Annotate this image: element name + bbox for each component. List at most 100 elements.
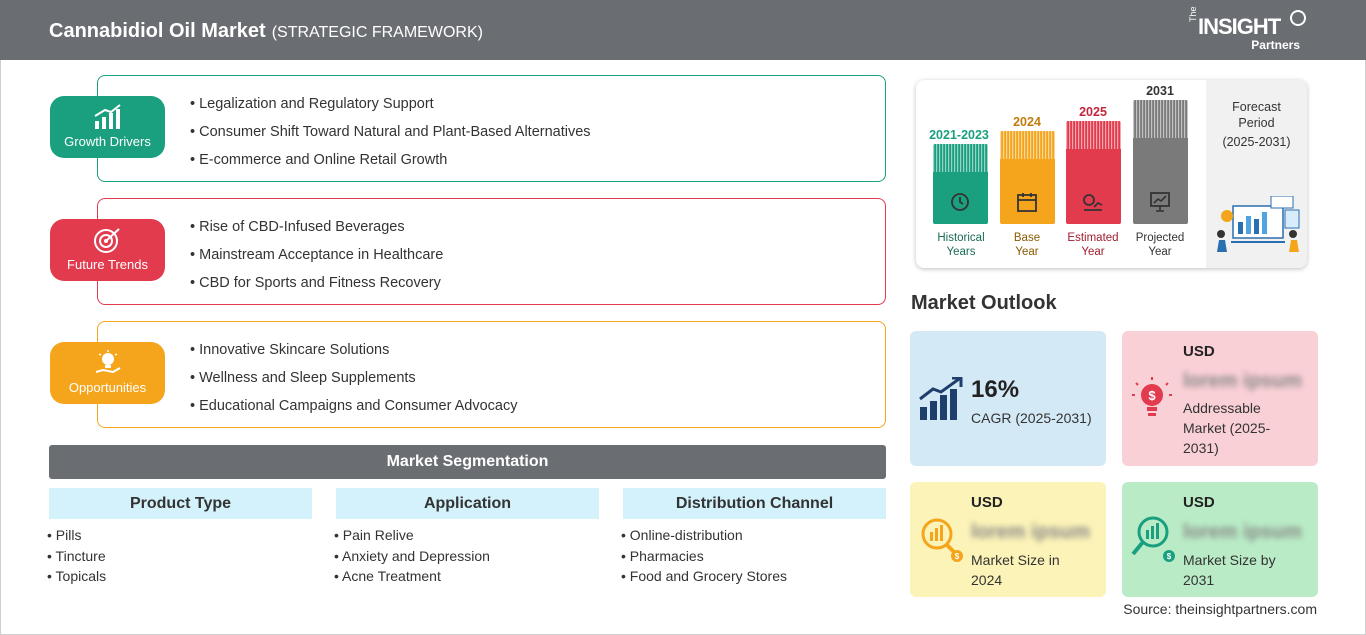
list-item: • Pharmacies (621, 547, 704, 564)
list-item: • Acne Treatment (334, 568, 441, 584)
product-type-list: • Pills • Tincture • Topicals (47, 525, 106, 587)
gears-chart-icon (1083, 194, 1103, 211)
item-text: Tincture (55, 547, 106, 564)
item-text: Legalization and Regulatory Support (199, 96, 434, 112)
addressable-value: lorem ipsum (1183, 370, 1302, 392)
lightbulb-hand-icon (95, 350, 121, 374)
list-item: • Tincture (47, 547, 106, 564)
bar-stripes (933, 144, 988, 172)
future-trends-card: • Rise of CBD-Infused Beverages • Mainst… (97, 198, 886, 305)
item-text: Wellness and Sleep Supplements (199, 370, 416, 386)
timeline-bar-projected (1133, 100, 1188, 224)
application-list: • Pain Relive • Anxiety and Depression •… (334, 525, 490, 587)
item-text: Consumer Shift Toward Natural and Plant-… (199, 124, 591, 140)
size-2031-label: Market Size by 2031 (1183, 552, 1276, 588)
size-2024-value: lorem ipsum (971, 521, 1090, 543)
list-item: • Mainstream Acceptance in Healthcare (190, 247, 444, 263)
growth-chart-icon (919, 377, 963, 420)
size-2031-currency: USD (1183, 494, 1215, 511)
list-item: • Rise of CBD-Infused Beverages (190, 219, 405, 235)
item-text: Pain Relive (342, 527, 414, 543)
target-icon (94, 228, 120, 253)
item-text: E-commerce and Online Retail Growth (199, 152, 448, 168)
list-item: • Anxiety and Depression (334, 547, 490, 564)
cagr-label: CAGR (2025-2031) (971, 410, 1092, 426)
item-text: Mainstream Acceptance in Healthcare (199, 247, 444, 263)
item-text: Online-distribution (629, 527, 743, 543)
list-item: • CBD for Sports and Fitness Recovery (190, 275, 441, 291)
logo-insight: INSIGHT (1198, 14, 1281, 39)
forecast-line: (2025-2031) (1222, 135, 1291, 149)
item-text: Educational Campaigns and Consumer Advoc… (199, 398, 518, 414)
item-text: Pharmacies (629, 547, 704, 564)
bar-stripes (1066, 121, 1121, 149)
opportunities-badge: Opportunities (50, 342, 165, 404)
caption-line: Base (1013, 232, 1041, 244)
market-size-2031-tile: $ USD lorem ipsum Market Size by 2031 (1122, 482, 1318, 597)
list-item: • Legalization and Regulatory Support (190, 96, 434, 112)
badge-label: Growth Drivers (64, 134, 151, 149)
bar-stripes (1133, 100, 1188, 138)
size-2031-value: lorem ipsum (1183, 521, 1302, 543)
bar-stripes (1000, 131, 1055, 159)
segment-heading-application: Application (336, 488, 599, 519)
timeline-year-estimated: 2025 (1079, 105, 1107, 119)
logo-ring-icon (1290, 10, 1306, 26)
caption-line: Year (1015, 246, 1039, 258)
svg-text:$: $ (1148, 388, 1156, 403)
forecast-line: Forecast (1232, 100, 1281, 114)
timeline-bar-base (1000, 131, 1055, 224)
title-text: Cannabidiol Oil Market (49, 20, 266, 42)
list-item: • Educational Campaigns and Consumer Adv… (190, 398, 518, 414)
addressable-currency: USD (1183, 343, 1215, 360)
timeline-bar-estimated (1066, 121, 1121, 224)
segment-heading-distribution-channel: Distribution Channel (623, 488, 886, 519)
caption-line: Projected (1135, 232, 1185, 244)
bar-chart-growth-icon (94, 104, 121, 129)
magnifier-chart-icon: $ (1131, 516, 1175, 562)
future-trends-list: • Rise of CBD-Infused Beverages • Mainst… (190, 218, 443, 302)
item-text: Innovative Skincare Solutions (199, 342, 390, 358)
svg-text:$: $ (955, 552, 960, 561)
segment-heading-product-type: Product Type (49, 488, 312, 519)
size-2024-currency: USD (971, 494, 1003, 511)
timeline-year-historical: 2021-2023 (929, 128, 989, 142)
cagr-value: 16% (971, 376, 1020, 403)
opportunities-list: • Innovative Skincare Solutions • Wellne… (190, 341, 518, 425)
growth-drivers-list: • Legalization and Regulatory Support • … (190, 95, 591, 179)
caption-line: Years (946, 246, 976, 258)
list-item: • E-commerce and Online Retail Growth (190, 152, 448, 168)
addressable-label: Addressable Market (2025-2031) (1183, 400, 1271, 456)
list-item: • Wellness and Sleep Supplements (190, 370, 416, 386)
timeline-year-projected: 2031 (1146, 84, 1174, 98)
addressable-market-tile: $ USD lorem ipsum Addressable Market (20… (1122, 331, 1318, 466)
item-text: Food and Grocery Stores (629, 568, 787, 584)
item-text: Anxiety and Depression (342, 547, 490, 564)
calendar-icon (1017, 193, 1037, 212)
timeline-year-base: 2024 (1013, 115, 1041, 129)
timeline-bar-historical (933, 144, 988, 224)
page-subtitle: (STRATEGIC FRAMEWORK) (271, 24, 483, 41)
dollar-lightbulb-icon: $ (1132, 377, 1172, 416)
page-title: Cannabidiol Oil Market (STRATEGIC FRAMEWO… (49, 20, 483, 43)
list-item: • Topicals (47, 568, 107, 584)
list-item: • Food and Grocery Stores (621, 568, 787, 584)
badge-label: Future Trends (67, 257, 148, 272)
opportunities-card: • Innovative Skincare Solutions • Wellne… (97, 321, 886, 428)
item-text: Pills (55, 527, 82, 543)
item-text: Topicals (55, 568, 107, 584)
market-outlook-title: Market Outlook (911, 292, 1057, 314)
caption-line: Year (1081, 246, 1105, 258)
source-credit: Source: theinsightpartners.com (1123, 601, 1317, 617)
magnifier-dollar-icon: $ (921, 518, 963, 562)
presentation-board-icon (1150, 192, 1170, 212)
caption-line: Historical (937, 232, 985, 244)
analytics-dashboard-icon (1217, 196, 1300, 252)
